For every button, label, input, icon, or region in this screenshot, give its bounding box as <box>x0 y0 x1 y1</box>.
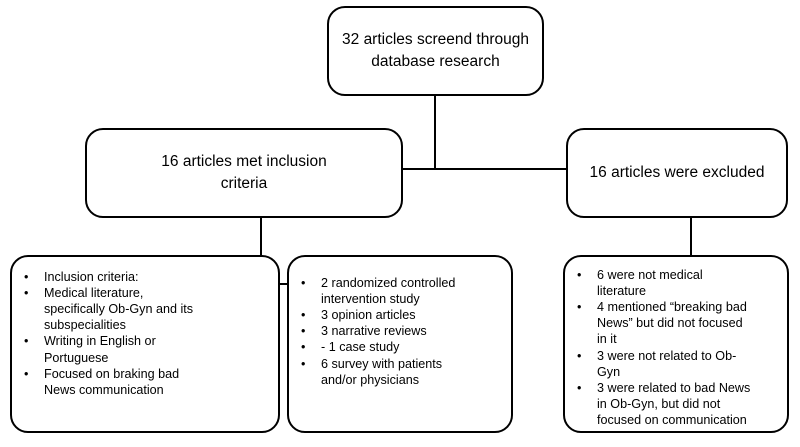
list-item: 3 were not related to Ob- Gyn <box>565 348 787 380</box>
included-articles-label: 16 articles met inclusion criteria <box>161 151 326 196</box>
list-item: 6 were not medical literature <box>565 267 787 299</box>
list-item: 2 randomized controlled intervention stu… <box>289 275 511 307</box>
connector-top-vertical <box>434 96 436 169</box>
excluded-articles-box: 16 articles were excluded <box>566 128 788 218</box>
item-line: Writing in English or <box>44 334 156 349</box>
connector-to-excluded <box>434 168 566 170</box>
inclusion-criteria-list: Inclusion criteria: Medical literature, … <box>12 269 278 398</box>
list-item: Writing in English or Portuguese <box>12 333 278 365</box>
excluded-articles-label: 16 articles were excluded <box>589 163 765 181</box>
item-line: 3 were not related to Ob- <box>597 348 737 363</box>
connector-to-included <box>403 168 436 170</box>
item-line: intervention study <box>321 292 420 307</box>
item-line: News communication <box>44 382 164 397</box>
list-item: 6 survey with patients and/or physicians <box>289 356 511 388</box>
list-item: - 1 case study <box>289 339 511 355</box>
item-line: Portuguese <box>44 350 109 365</box>
connector-included-down <box>260 218 262 284</box>
item-line: 4 mentioned “breaking bad <box>597 300 747 315</box>
item-line: Gyn <box>597 364 621 379</box>
list-item: 3 narrative reviews <box>289 323 511 339</box>
list-item: Inclusion criteria: <box>12 269 278 285</box>
item-line: 3 opinion articles <box>321 308 416 323</box>
item-line: - 1 case study <box>321 340 400 355</box>
study-types-list: 2 randomized controlled intervention stu… <box>289 275 511 388</box>
item-line: subspecialities <box>44 318 126 333</box>
item-line: in it <box>597 332 617 347</box>
list-item: Medical literature, specifically Ob-Gyn … <box>12 285 278 333</box>
item-line: specifically Ob-Gyn and its <box>44 302 194 317</box>
item-line: focused on communication <box>597 412 747 427</box>
item-line: News” but did not focused <box>597 316 743 331</box>
item-line: Focused on braking bad <box>44 366 180 381</box>
list-item: 4 mentioned “breaking bad News” but did … <box>565 299 787 347</box>
item-line: literature <box>597 284 646 299</box>
item-line: 2 randomized controlled <box>321 276 456 290</box>
list-item: Focused on braking bad News communicatio… <box>12 366 278 398</box>
screened-line-1: 32 articles screend through <box>342 30 529 48</box>
included-line-2: criteria <box>220 175 268 192</box>
study-types-box: 2 randomized controlled intervention stu… <box>287 255 513 433</box>
list-item: 3 were related to bad News in Ob-Gyn, bu… <box>565 380 787 428</box>
list-item: 3 opinion articles <box>289 307 511 323</box>
included-articles-box: 16 articles met inclusion criteria <box>85 128 403 218</box>
item-line: 6 survey with patients <box>321 356 443 371</box>
exclusion-reasons-box: 6 were not medical literature 4 mentione… <box>563 255 789 433</box>
item-line: Medical literature, <box>44 286 144 301</box>
item-line: and/or physicians <box>321 372 420 387</box>
item-line: 6 were not medical <box>597 268 703 282</box>
connector-excluded-down <box>690 218 692 255</box>
exclusion-reasons-list: 6 were not medical literature 4 mentione… <box>565 267 787 428</box>
item-line: in Ob-Gyn, but did not <box>597 396 721 411</box>
inclusion-criteria-box: Inclusion criteria: Medical literature, … <box>10 255 280 433</box>
screened-line-2: database research <box>371 53 500 70</box>
item-line: 3 were related to bad News <box>597 380 751 395</box>
item-line: 3 narrative reviews <box>321 324 427 339</box>
screened-articles-box: 32 articles screend through database res… <box>327 6 544 96</box>
screened-articles-label: 32 articles screend through database res… <box>342 29 529 74</box>
included-line-1: 16 articles met inclusion <box>161 152 327 170</box>
item-line: Inclusion criteria: <box>44 270 139 284</box>
